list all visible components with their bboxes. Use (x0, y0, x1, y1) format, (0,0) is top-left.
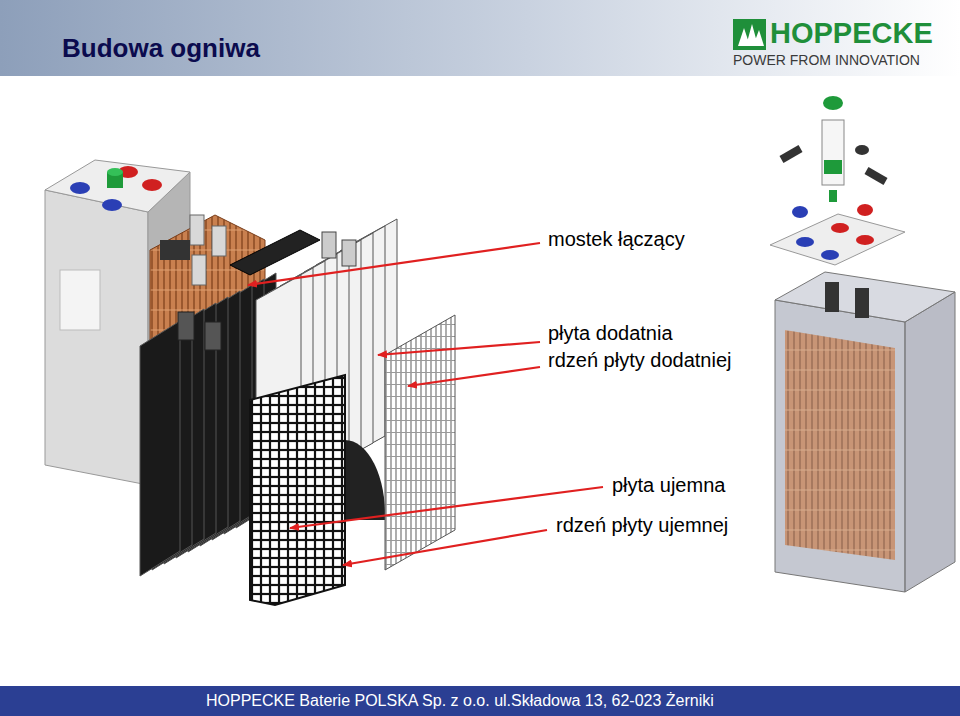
footer-band: HOPPECKE Baterie POLSKA Sp. z o.o. ul.Sk… (0, 686, 960, 716)
leader-lines (248, 243, 603, 565)
logo-text: HOPPECKE (770, 17, 933, 50)
part-label: płyta dodatnia (548, 322, 673, 345)
slide-title: Budowa ogniwa (62, 34, 260, 64)
part-label: mostek łączący (548, 228, 685, 251)
negative-grid (250, 375, 345, 605)
bridge (230, 230, 320, 275)
footer-band (0, 686, 960, 716)
part-label: płyta ujemna (612, 474, 725, 497)
part-label: rdzeń płyty ujemnej (556, 514, 728, 537)
header-band (0, 0, 960, 76)
logo-slogan: POWER FROM INNOVATION (733, 52, 920, 68)
logo-icon (733, 19, 766, 50)
part-label: rdzeń płyty dodatniej (548, 349, 731, 372)
footer-text: HOPPECKE Baterie POLSKA Sp. z o.o. ul.Sk… (206, 692, 714, 710)
exploded-cell (770, 96, 955, 592)
separator (345, 440, 385, 520)
